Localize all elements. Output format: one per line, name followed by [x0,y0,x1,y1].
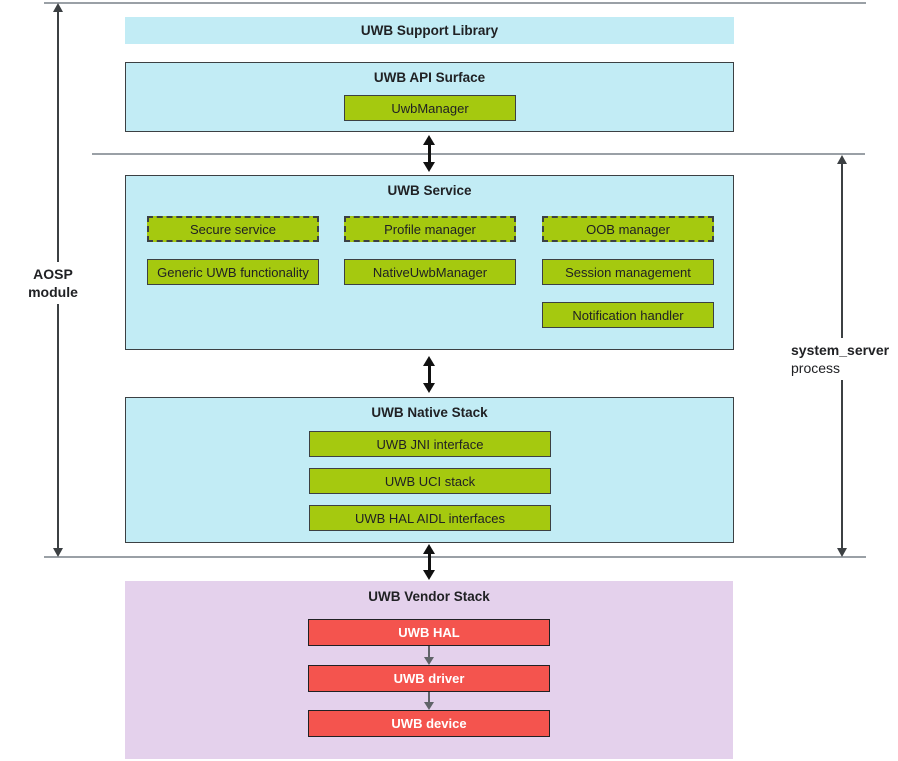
native-vendor-arrow [422,544,436,580]
uwb-support-library-bar: UWB Support Library [125,17,734,44]
uwb-native-stack-box: UWB Native Stack UWB JNI interface UWB U… [125,397,734,543]
uwb-driver-label: UWB driver [393,671,465,686]
secure-service-label: Secure service [190,221,276,237]
uwb-api-surface-title: UWB API Surface [373,70,486,85]
generic-uwb-functionality-label: Generic UWB functionality [157,264,309,280]
uwb-support-library-title: UWB Support Library [360,23,499,38]
oob-manager-label: OOB manager [586,221,670,237]
system-server-boundary-line [92,153,865,155]
uwb-api-surface-box: UWB API Surface UwbManager [125,62,734,132]
session-management-chip: Session management [542,259,714,285]
vendor-boundary-line [44,556,866,558]
notification-handler-chip: Notification handler [542,302,714,328]
uwb-hal-chip: UWB HAL [308,619,550,646]
arrow-shaft [427,554,431,570]
uwb-device-chip: UWB device [308,710,550,737]
arrowhead-up-icon [53,3,63,12]
aosp-module-label: AOSP module [5,262,101,304]
uwb-service-title: UWB Service [387,183,472,198]
arrow-shaft [428,646,430,659]
uwbmanager-label: UwbManager [391,100,469,116]
uwb-hal-aidl-interfaces-chip: UWB HAL AIDL interfaces [309,505,551,531]
session-management-label: Session management [565,264,691,280]
system-server-label-title: system_server [791,342,890,358]
arrowhead-up-icon [837,155,847,164]
arrowhead-down-icon [423,162,435,172]
uwb-device-label: UWB device [391,716,467,731]
arrowhead-down-icon [423,383,435,393]
uwb-jni-interface-label: UWB JNI interface [376,436,484,452]
uwb-driver-chip: UWB driver [308,665,550,692]
arrow-shaft [427,366,431,383]
arrowhead-up-icon [423,544,435,554]
hal-driver-arrow [423,646,435,665]
profile-manager-label: Profile manager [384,221,476,237]
api-service-arrow [422,135,436,172]
notification-handler-label: Notification handler [572,307,684,323]
uwb-jni-interface-chip: UWB JNI interface [309,431,551,457]
system-server-label: system_server process [789,338,898,380]
arrowhead-up-icon [423,135,435,145]
nativeuwbmanager-label: NativeUwbManager [372,264,488,280]
uwb-uci-stack-label: UWB UCI stack [384,473,476,489]
driver-device-arrow [423,692,435,710]
arrowhead-down-icon [424,657,434,665]
uwb-vendor-stack-title: UWB Vendor Stack [368,589,490,604]
system-server-label-subtitle: process [791,360,841,376]
arrowhead-down-icon [53,548,63,557]
profile-manager-chip: Profile manager [344,216,516,242]
uwb-hal-label: UWB HAL [398,625,460,640]
oob-manager-chip: OOB manager [542,216,714,242]
uwbmanager-chip: UwbManager [344,95,516,121]
top-boundary-line [44,2,866,4]
aosp-module-label-text: AOSP module [28,266,78,300]
arrowhead-down-icon [423,570,435,580]
arrowhead-up-icon [423,356,435,366]
arrow-shaft [427,145,431,162]
uwb-uci-stack-chip: UWB UCI stack [309,468,551,494]
arrowhead-down-icon [837,548,847,557]
nativeuwbmanager-chip: NativeUwbManager [344,259,516,285]
arrowhead-down-icon [424,702,434,710]
generic-uwb-functionality-chip: Generic UWB functionality [147,259,319,285]
uwb-native-stack-title: UWB Native Stack [371,405,488,420]
uwb-service-box: UWB Service Secure service Profile manag… [125,175,734,350]
uwb-hal-aidl-interfaces-label: UWB HAL AIDL interfaces [354,510,506,526]
service-native-arrow [422,356,436,393]
arrow-shaft [428,692,430,704]
secure-service-chip: Secure service [147,216,319,242]
uwb-vendor-stack-box: UWB Vendor Stack UWB HAL UWB driver UWB … [125,581,733,759]
